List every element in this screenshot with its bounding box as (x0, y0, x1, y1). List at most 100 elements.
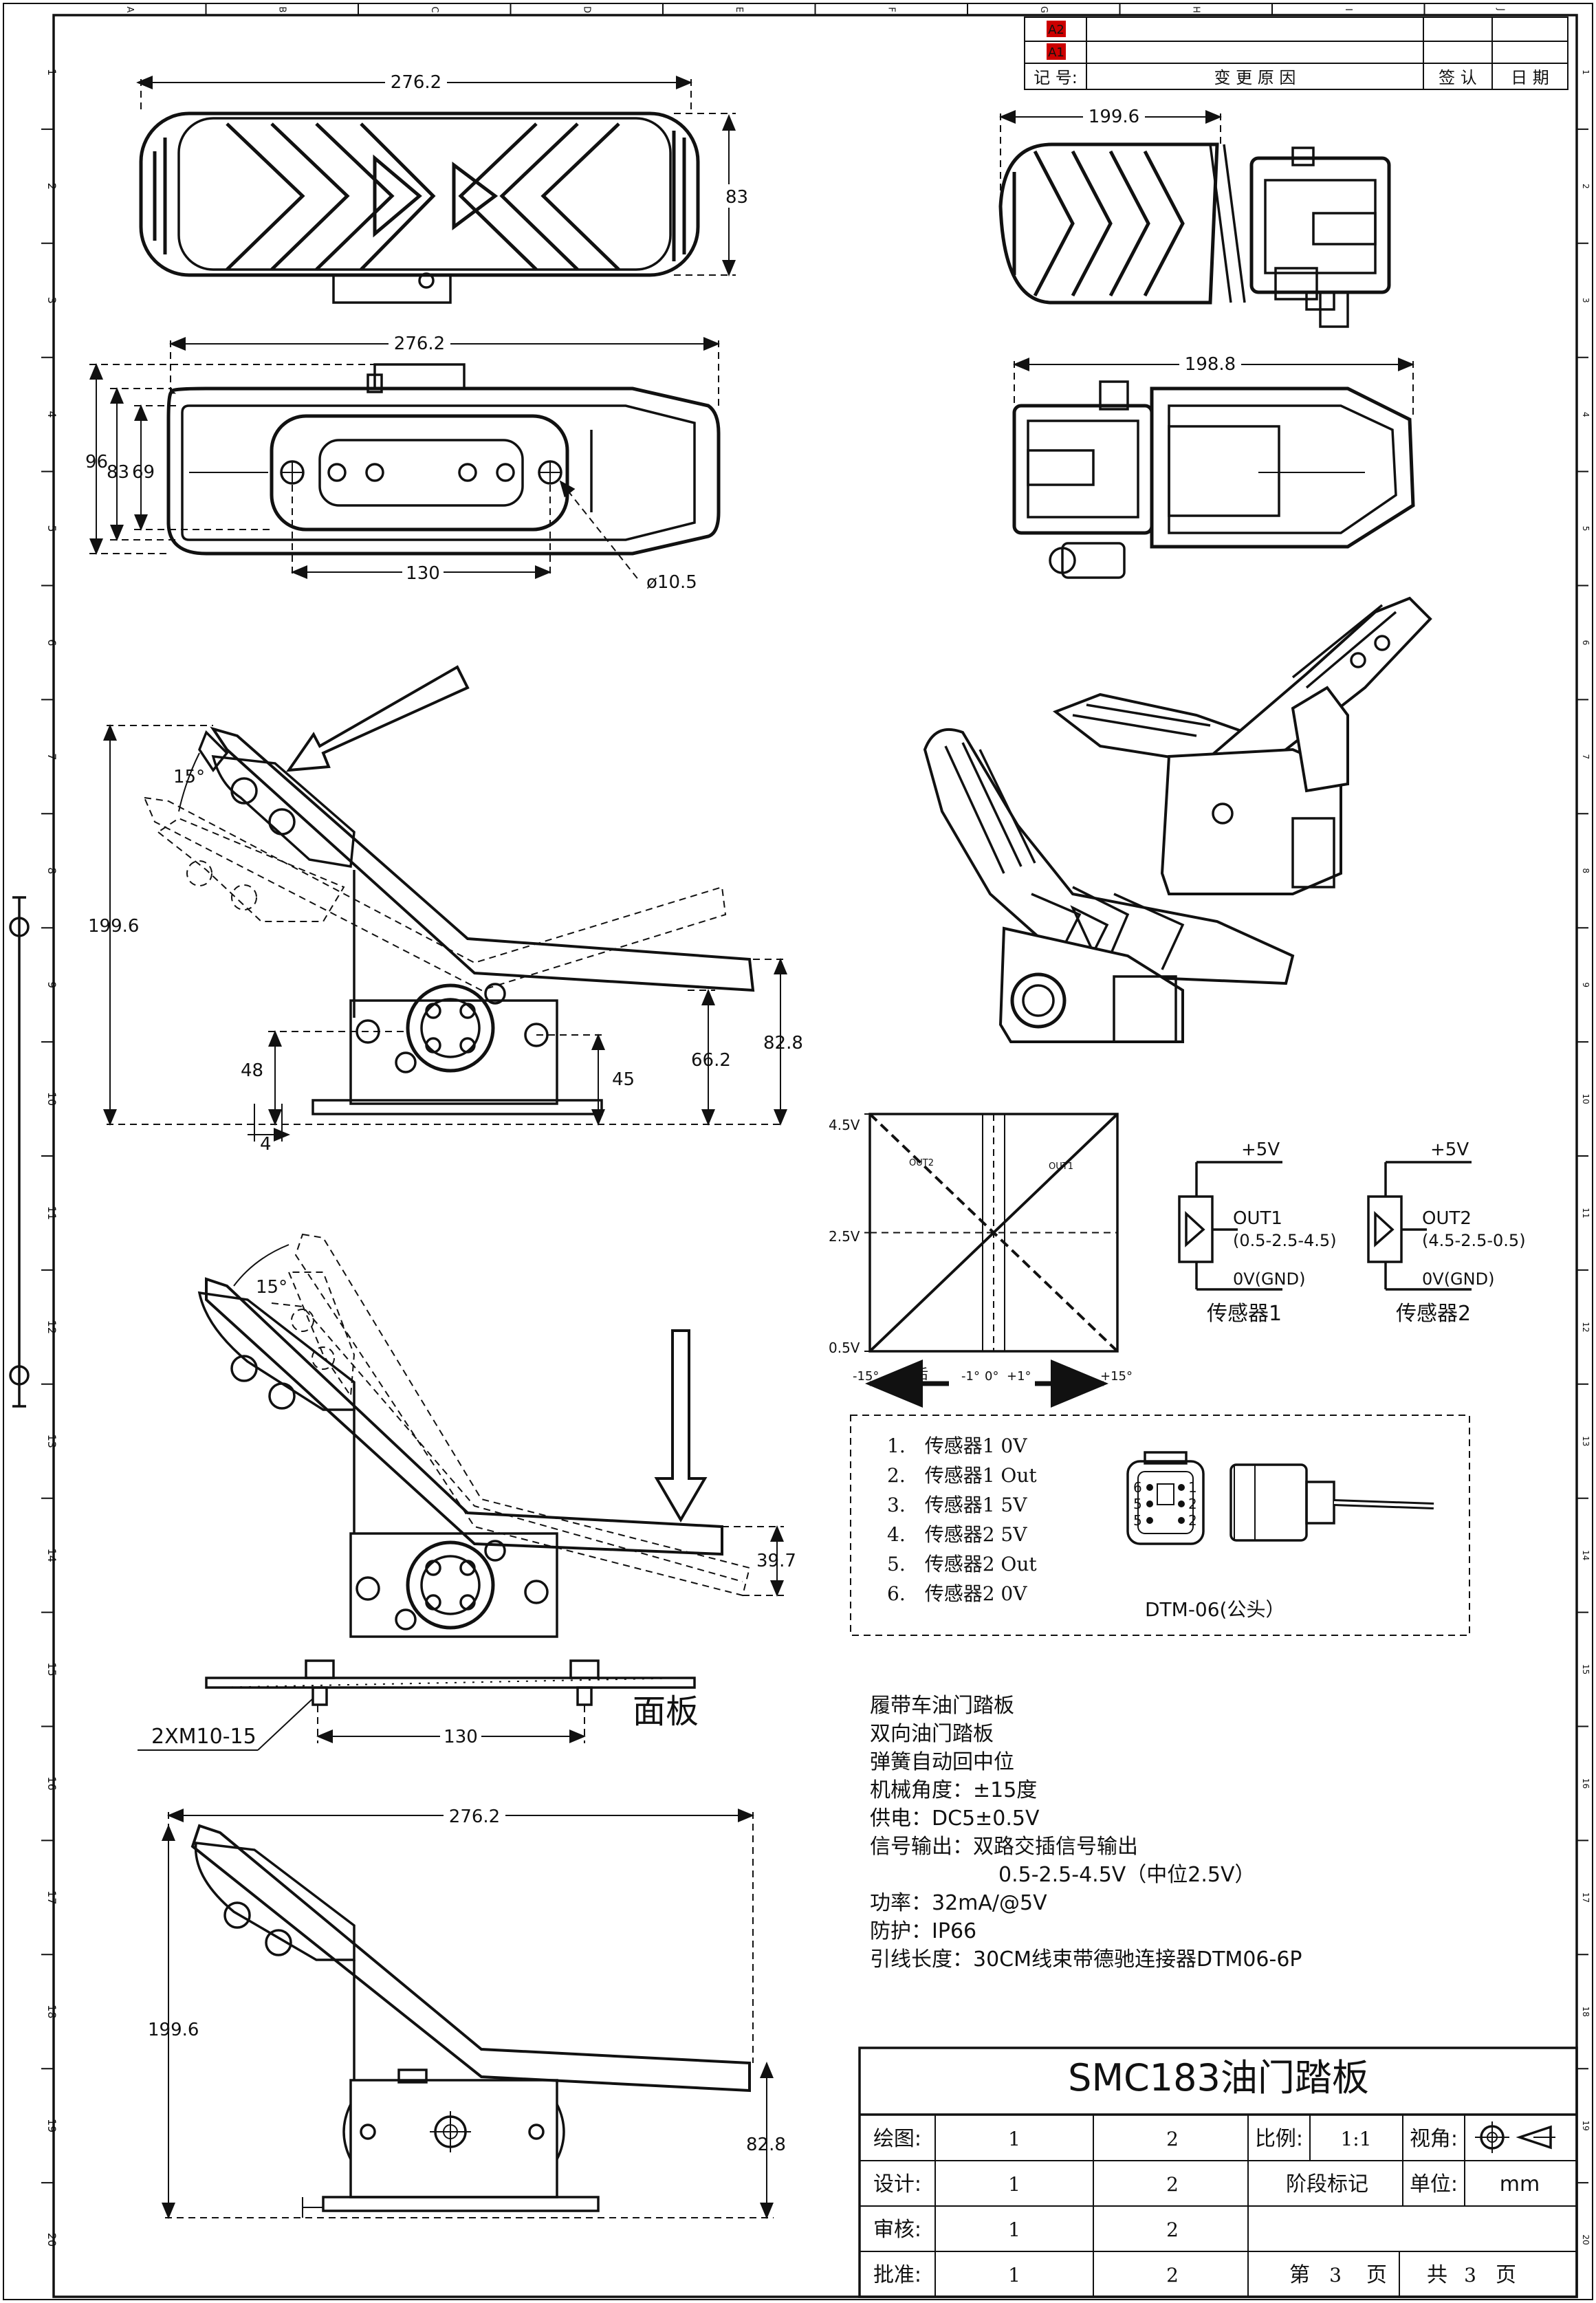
spec-4: 机械角度：±15度 (870, 1778, 1037, 1802)
row-number: 16 (45, 1776, 58, 1790)
sensor-2-supply: +5V (1430, 1139, 1469, 1160)
top-view: 276.2 83 (136, 72, 753, 304)
column-letter: G (1038, 6, 1049, 13)
pinout-box: 1. 传感器1 0V 2. 传感器1 Out 3. 传感器1 5V 4. 传感器… (850, 1415, 1470, 1636)
column-letter: I (1343, 8, 1353, 11)
dim-bottom-130: 130 (406, 563, 440, 584)
row-number: 3 (45, 297, 58, 304)
dim-bottom-83: 83 (107, 462, 129, 483)
right-top-view: 199.6 (998, 106, 1391, 328)
row-number-right: 4 (1581, 412, 1590, 417)
row-number: 10 (45, 1092, 58, 1106)
column-letter: C (429, 6, 439, 12)
row-number-right: 18 (1581, 2007, 1590, 2017)
conn-pin-1: 1 (1188, 1479, 1197, 1496)
revision-mark-a1: A1 (1048, 45, 1064, 60)
sensor-2-schematic: +5V OUT2 (4.5-2.5-0.5) 0V(GND) 传感器2 (1367, 1139, 1526, 1326)
chart-front-label: 前 (1059, 1366, 1073, 1382)
row-number-right: 6 (1581, 640, 1590, 646)
chart-xtick-p15: +15° (1100, 1369, 1133, 1384)
column-letter: E (734, 7, 744, 12)
row-draw-label: 绘图: (873, 2127, 921, 2151)
spec-5: 供电：DC5±0.5V (870, 1807, 1040, 1831)
connector-side (1229, 1463, 1434, 1542)
spec-3: 弹簧自动回中位 (870, 1750, 1014, 1774)
sensor-1-name: 传感器1 (1207, 1302, 1282, 1326)
dim-side2-bolt: 2XM10-15 (151, 1725, 256, 1749)
page-ye2: 页 (1496, 2263, 1516, 2287)
conn-pin-5b: 5 (1133, 1512, 1142, 1529)
scale-label: 比例: (1255, 2127, 1303, 2151)
row-number-right: 15 (1581, 1664, 1590, 1674)
column-letter: B (276, 7, 287, 13)
row-number-right: 9 (1581, 982, 1590, 987)
chart-xtick-p1: +1° (1007, 1369, 1031, 1384)
column-letter: A (124, 7, 135, 13)
row-number: 17 (45, 1890, 58, 1904)
row-number: 13 (45, 1434, 58, 1448)
connector-name: DTM-06(公头） (1145, 1598, 1285, 1621)
spec-7: 0.5-2.5-4.5V（中位2.5V） (998, 1863, 1256, 1887)
conn-pin-6: 6 (1133, 1479, 1142, 1496)
row-number: 19 (45, 2119, 58, 2132)
right-bottom-view: 198.8 (1012, 353, 1415, 579)
column-letter: D (581, 6, 591, 13)
row-number: 8 (45, 867, 58, 874)
sheet-border (3, 3, 1593, 2300)
pin-1: 1. 传感器1 0V (887, 1434, 1027, 1457)
row-draw-v2: 2 (1166, 2128, 1179, 2150)
specs-list: 履带车油门踏板 双向油门踏板 弹簧自动回中位 机械角度：±15度 供电：DC5±… (870, 1694, 1302, 1972)
dim-side3-828: 82.8 (746, 2135, 786, 2155)
pin-5: 5. 传感器2 Out (887, 1553, 1037, 1575)
panel-label: 面板 (633, 1692, 699, 1731)
chart-ytick-05: 0.5V (829, 1340, 860, 1356)
sensor-2-name: 传感器2 (1396, 1302, 1471, 1326)
output-chart: OUT2 OUT1 4.5V 2.5V 0.5V -15° -1° 0° +1°… (829, 1113, 1133, 1408)
dim-hole-diameter: ø10.5 (646, 572, 697, 593)
sensor-1-supply: +5V (1241, 1139, 1280, 1160)
revision-mark-a2: A2 (1048, 23, 1064, 37)
sensor-2-out: OUT2 (1422, 1208, 1472, 1229)
unit-label: 单位: (1410, 2172, 1458, 2196)
row-number-right: 11 (1581, 1208, 1590, 1218)
chart-ytick-45: 4.5V (829, 1117, 860, 1133)
sensor-1-range: (0.5-2.5-4.5) (1233, 1231, 1337, 1250)
dim-side1-45: 45 (612, 1069, 635, 1090)
projection-symbol-icon (1475, 2121, 1555, 2153)
chart-xtick-m1: -1° (961, 1369, 980, 1384)
row-number-right: 3 (1581, 298, 1590, 303)
revision-header-reason: 变 更 原 因 (1214, 68, 1296, 87)
row-design-v1: 1 (1008, 2173, 1020, 2196)
row-number-right: 13 (1581, 1436, 1590, 1446)
sensor-schematics: +5V OUT1 (0.5-2.5-4.5) 0V(GND) 传感器1 +5V … (1178, 1139, 1526, 1326)
sensor-1-schematic: +5V OUT1 (0.5-2.5-4.5) 0V(GND) 传感器1 (1178, 1139, 1337, 1326)
dim-right-bottom-width: 198.8 (1185, 354, 1236, 375)
row-draw-v1: 1 (1008, 2128, 1020, 2150)
row-number: 15 (45, 1662, 58, 1676)
page-number: 3 (1329, 2264, 1342, 2286)
chart-back-label: 后 (915, 1366, 928, 1382)
side-view-2: 15° 39.7 130 2XM10-15 面板 (138, 1233, 796, 1751)
dim-side1-828: 82.8 (763, 1033, 803, 1054)
chart-xtick-0: 0° (985, 1369, 998, 1384)
row-number: 18 (45, 2005, 58, 2018)
spec-10: 引线长度：30CM线束带德驰连接器DTM06-6P (870, 1947, 1302, 1972)
row-number-right: 16 (1581, 1778, 1590, 1789)
row-number-right: 5 (1581, 526, 1590, 532)
row-number: 4 (45, 411, 58, 418)
row-approve-label: 批准: (873, 2263, 921, 2287)
dim-side3-width: 276.2 (449, 1807, 500, 1827)
column-letter: F (886, 7, 896, 12)
dim-side1-48: 48 (241, 1060, 263, 1081)
title-block: SMC183油门踏板 绘图: 1 2 设计: 1 2 审核: 1 2 批准: 1… (858, 2046, 1578, 2298)
revision-block: A2 A1 记 号: 变 更 原 因 签 认 日 期 (1024, 17, 1568, 90)
dim-top-width: 276.2 (391, 72, 441, 93)
row-review-v2: 2 (1166, 2218, 1179, 2241)
unit-value: mm (1500, 2172, 1540, 2196)
scale-value: 1:1 (1340, 2128, 1371, 2150)
view-label: 视角: (1410, 2127, 1458, 2151)
row-design-label: 设计: (873, 2172, 921, 2196)
row-number-right: 20 (1581, 2234, 1590, 2245)
